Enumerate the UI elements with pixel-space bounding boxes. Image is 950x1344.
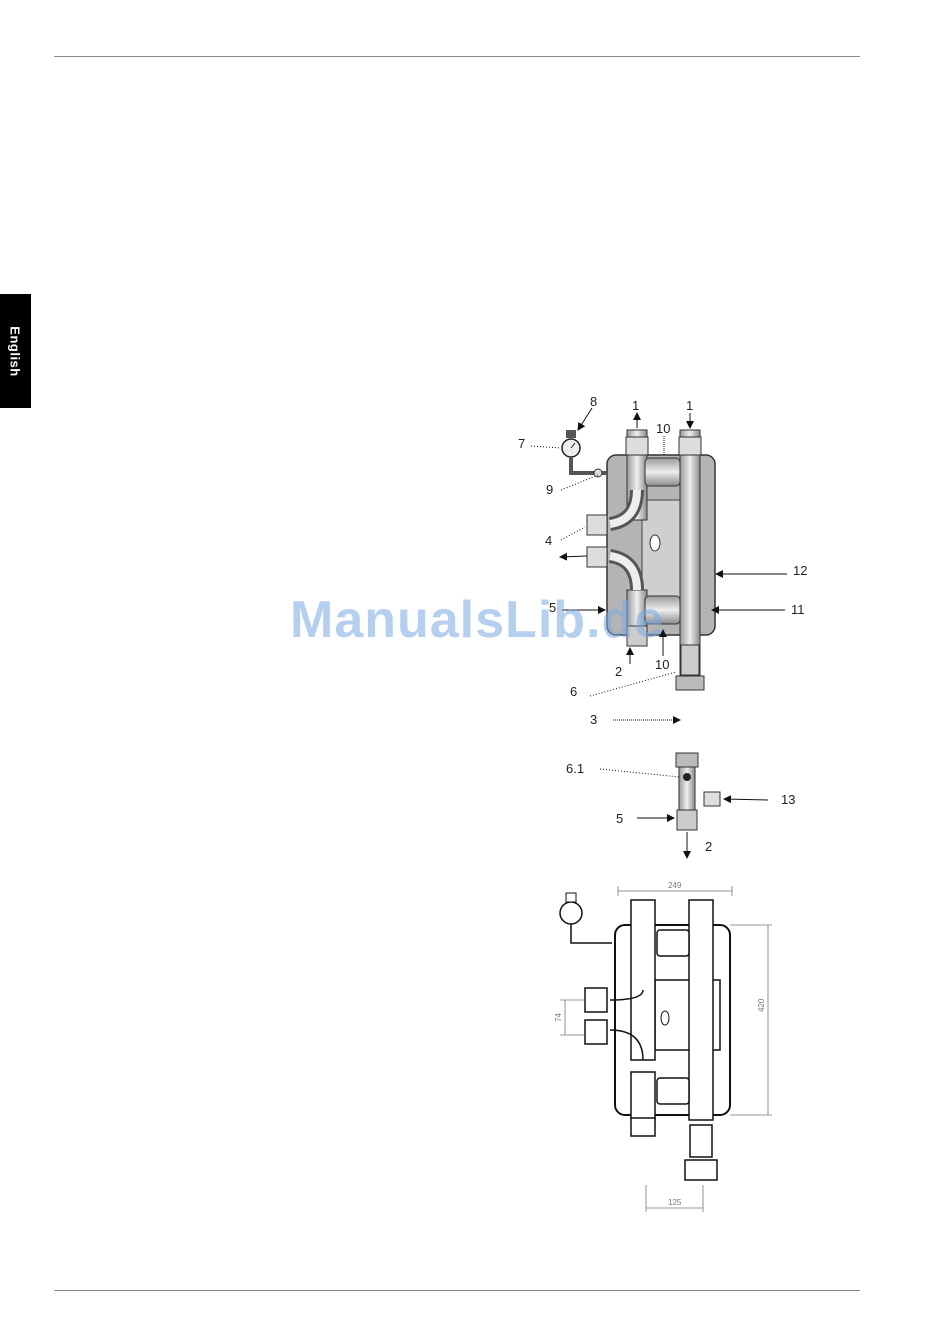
callout-3: 3 [590,712,597,727]
callout-13: 13 [781,792,795,807]
callout-4: 4 [545,533,552,548]
callout-9: 9 [546,482,553,497]
dimension-drawing [560,893,730,1180]
callout-5b: 5 [616,811,623,826]
callout-10a: 10 [656,421,670,436]
callout-12: 12 [793,563,807,578]
callout-1a: 1 [632,398,639,413]
callout-6: 6 [570,684,577,699]
callout-10b: 10 [655,657,669,672]
valve-detail-drawing [676,753,720,830]
callout-11: 11 [791,602,805,617]
watermark: ManualsLib.de [290,590,664,650]
callout-2: 2 [615,664,622,679]
dimension-bottom: 125 [668,1198,682,1207]
pump-group-drawing [562,430,715,690]
callout-1b: 1 [686,398,693,413]
callout-8: 8 [590,394,597,409]
dimension-height: 420 [757,998,766,1012]
dimension-spacing: 74 [554,1013,563,1022]
callout-2b: 2 [705,839,712,854]
callout-7: 7 [518,436,525,451]
dimension-width: 249 [668,881,682,890]
callout-6-1: 6.1 [566,761,584,776]
